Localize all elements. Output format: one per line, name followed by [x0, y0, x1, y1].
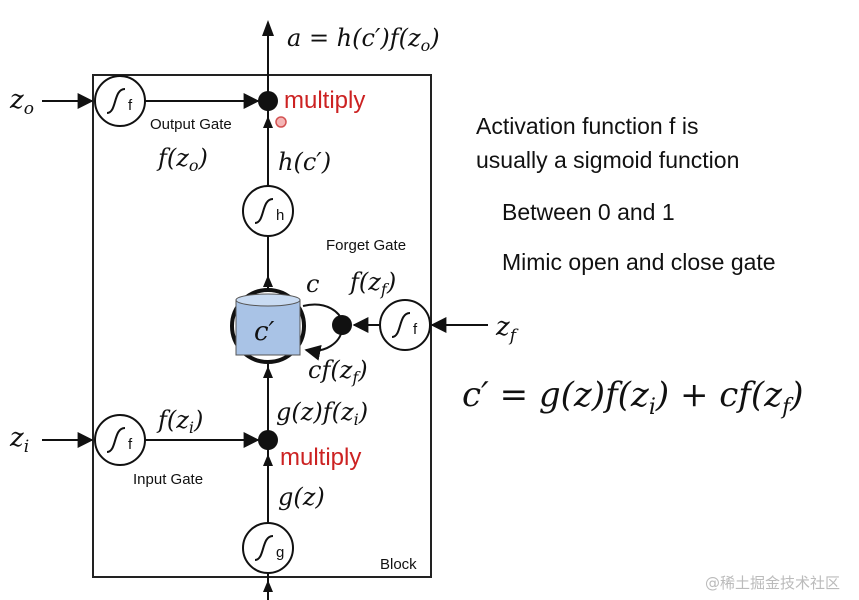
- input-z-o: zo: [9, 85, 34, 119]
- input-gate-label: Input Gate: [133, 471, 203, 488]
- h-node: [242, 185, 294, 237]
- block-label: Block: [380, 556, 417, 573]
- input-z-i: zi: [9, 423, 29, 457]
- input-multiply-label: multiply: [280, 444, 361, 471]
- cell-update-equation: c′ = g(z)f(zi) + cf(zf): [462, 375, 804, 420]
- sigmoid-icon: [391, 312, 411, 338]
- sigmoid-icon: [254, 198, 274, 224]
- cursor-marker: [275, 116, 287, 128]
- output-multiply-node: [258, 91, 278, 111]
- label-g-f-zi: g(z)f(zi): [276, 398, 368, 429]
- input-gate-node: [94, 414, 146, 466]
- input-arrow-head: [263, 580, 273, 592]
- g-node-symbol: g: [276, 544, 284, 561]
- input-multiply-node: [258, 430, 278, 450]
- label-g-z: g(z): [278, 483, 325, 511]
- forget-gate-symbol: f: [413, 321, 418, 338]
- arrow-to-cell: [263, 366, 273, 378]
- forget-gate-label: Forget Gate: [326, 237, 406, 254]
- cell-label: c′: [254, 317, 275, 347]
- label-c: c: [306, 270, 319, 298]
- output-gate-symbol: f: [128, 97, 133, 114]
- label-f-zf: f(zf): [348, 268, 396, 299]
- label-cf-zf: cf(zf): [308, 356, 368, 387]
- forget-multiply-node: [332, 315, 352, 335]
- output-gate-label: Output Gate: [150, 116, 232, 133]
- arrow-to-input-multiply: [263, 454, 273, 466]
- watermark: @稀土掘金技术社区: [705, 574, 841, 592]
- sigmoid-icon: [106, 427, 126, 453]
- label-f-zo: f(zo): [156, 144, 208, 175]
- output-multiply-label: multiply: [284, 87, 365, 114]
- output-arrow-head: [262, 20, 274, 36]
- input-z-f: zf: [495, 312, 519, 346]
- forget-gate-node: [379, 299, 431, 351]
- output-gate-node: [94, 75, 146, 127]
- note-line-2: usually a sigmoid function: [476, 147, 740, 173]
- sigmoid-icon: [106, 88, 126, 114]
- note-line-3: Between 0 and 1: [502, 199, 675, 225]
- cell-top: [235, 293, 301, 307]
- input-gate-symbol: f: [128, 436, 133, 453]
- label-f-zi: f(zi): [156, 406, 203, 437]
- output-formula: a = h(c′)f(zo): [287, 24, 440, 55]
- note-line-4: Mimic open and close gate: [502, 249, 776, 275]
- g-node: [242, 522, 294, 574]
- cell-content: [235, 299, 301, 356]
- h-node-symbol: h: [276, 207, 284, 224]
- label-h-c: h(c′): [278, 148, 331, 176]
- note-line-1: Activation function f is: [476, 113, 699, 139]
- arrow-to-output-multiply: [263, 116, 273, 128]
- sigmoid-icon: [254, 535, 274, 561]
- arrow-cell-to-h: [263, 275, 273, 287]
